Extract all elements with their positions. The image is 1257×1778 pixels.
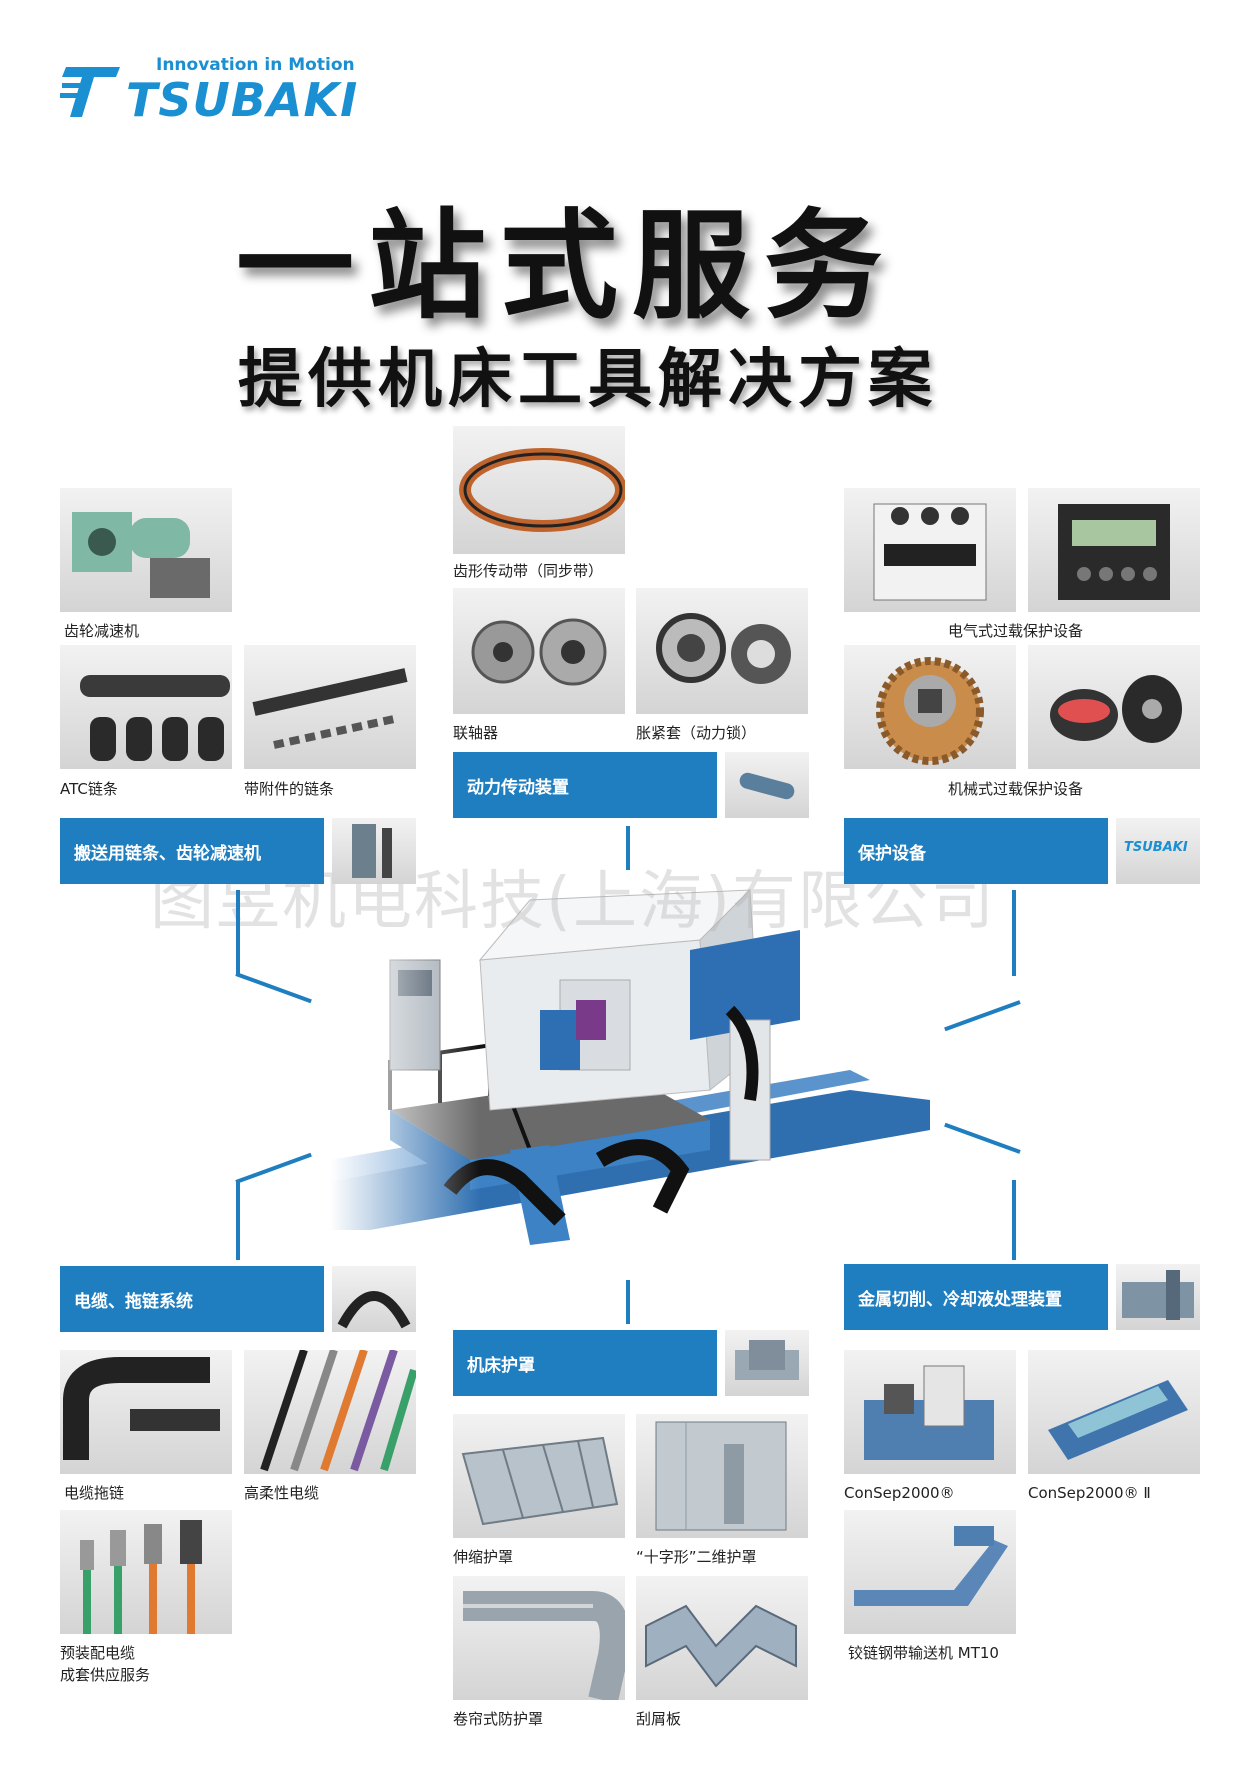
caption-atc-chain: ATC链条: [60, 780, 118, 798]
consep2000-photo: [844, 1350, 1016, 1474]
consep2000-ii-photo: [1028, 1350, 1200, 1474]
mechanical-protector-photo-1: [844, 645, 1016, 769]
caption-kit-service: 成套供应服务: [60, 1666, 151, 1684]
section-header-power: 动力传动装置: [453, 752, 717, 818]
caption-timing-belt: 齿形传动带（同步带）: [453, 562, 604, 580]
gear-reducer-photo: [60, 488, 232, 612]
caption-attachment-chain: 带附件的链条: [244, 780, 335, 798]
brand-tagline: Innovation in Motion: [156, 55, 355, 75]
coupling-photo: [453, 588, 625, 714]
attachment-chain-photo: [244, 645, 416, 769]
conveyor-thumb-photo: [332, 818, 416, 884]
cable-carrier-photo: [60, 1350, 232, 1474]
connector-line: [944, 1122, 1021, 1154]
caption-locking-device: 胀紧套（动力锁）: [636, 724, 757, 742]
hinge-belt-conveyor-photo: [844, 1510, 1016, 1634]
atc-chain-photo: [60, 645, 232, 769]
page-subtitle: 提供机床工具解决方案: [238, 343, 938, 417]
roll-cover-photo: [453, 1576, 625, 1700]
section-header-cable: 电缆、拖链系统: [60, 1266, 324, 1332]
caption-preassembled-cable: 预装配电缆: [60, 1644, 136, 1662]
caption-telescopic-cover: 伸缩护罩: [453, 1548, 514, 1566]
section-header-protection: 保护设备: [844, 818, 1108, 884]
caption-flex-cable: 高柔性电缆: [244, 1484, 320, 1502]
caption-electrical-protector: 电气式过载保护设备: [948, 622, 1084, 640]
caption-wiper: 刮屑板: [636, 1710, 682, 1728]
section-header-coolant: 金属切削、冷却液处理装置: [844, 1264, 1108, 1330]
caption-gear-reducer: 齿轮减速机: [64, 622, 140, 640]
tsubaki-logo: Innovation in Motion TSUBAKI: [60, 55, 357, 127]
caption-roll-cover: 卷帘式防护罩: [453, 1710, 544, 1728]
connector-line: [626, 1280, 630, 1324]
connector-line: [235, 1152, 312, 1184]
cable-thumb-photo: [332, 1266, 416, 1332]
flex-cable-photo: [244, 1350, 416, 1474]
wiper-photo: [636, 1576, 808, 1700]
section-header-conveyor: 搬送用链条、齿轮减速机: [60, 818, 324, 884]
timing-belt-photo: [453, 426, 625, 554]
thumb-brand-name: TSUBAKI: [1124, 840, 1188, 855]
machine-illustration: [330, 860, 930, 1280]
mechanical-protector-photo-2: [1028, 645, 1200, 769]
preassembled-cable-photo: [60, 1510, 232, 1634]
brand-name: TSUBAKI: [126, 73, 359, 127]
power-thumb-photo: [725, 752, 809, 818]
electrical-protector-photo-1: [844, 488, 1016, 612]
connector-line: [626, 826, 630, 870]
caption-mechanical-protector: 机械式过载保护设备: [948, 780, 1084, 798]
protection-thumb-logo: TSUBAKI: [1116, 818, 1200, 884]
connector-line: [1012, 1180, 1016, 1260]
page-title: 一站式服务: [236, 197, 897, 335]
connector-line: [236, 1180, 240, 1260]
tsubaki-emblem-icon: [60, 67, 120, 117]
cover-thumb-photo: [725, 1330, 809, 1396]
caption-hinge-belt-conveyor: 铰链钢带输送机 MT10: [848, 1644, 999, 1662]
connector-line: [944, 1000, 1021, 1032]
connector-line: [236, 890, 240, 976]
cross-cover-photo: [636, 1414, 808, 1538]
electrical-protector-photo-2: [1028, 488, 1200, 612]
connector-line: [235, 972, 312, 1004]
coolant-thumb-photo: [1116, 1264, 1200, 1330]
section-header-cover: 机床护罩: [453, 1330, 717, 1396]
caption-consep2000-ii: ConSep2000® Ⅱ: [1028, 1484, 1151, 1502]
connector-line: [1012, 890, 1016, 976]
caption-cable-carrier: 电缆拖链: [64, 1484, 125, 1502]
caption-consep2000: ConSep2000®: [844, 1484, 955, 1502]
caption-cross-cover: “十字形”二维护罩: [636, 1548, 757, 1566]
caption-coupling: 联轴器: [453, 724, 499, 742]
telescopic-cover-photo: [453, 1414, 625, 1538]
locking-device-photo: [636, 588, 808, 714]
